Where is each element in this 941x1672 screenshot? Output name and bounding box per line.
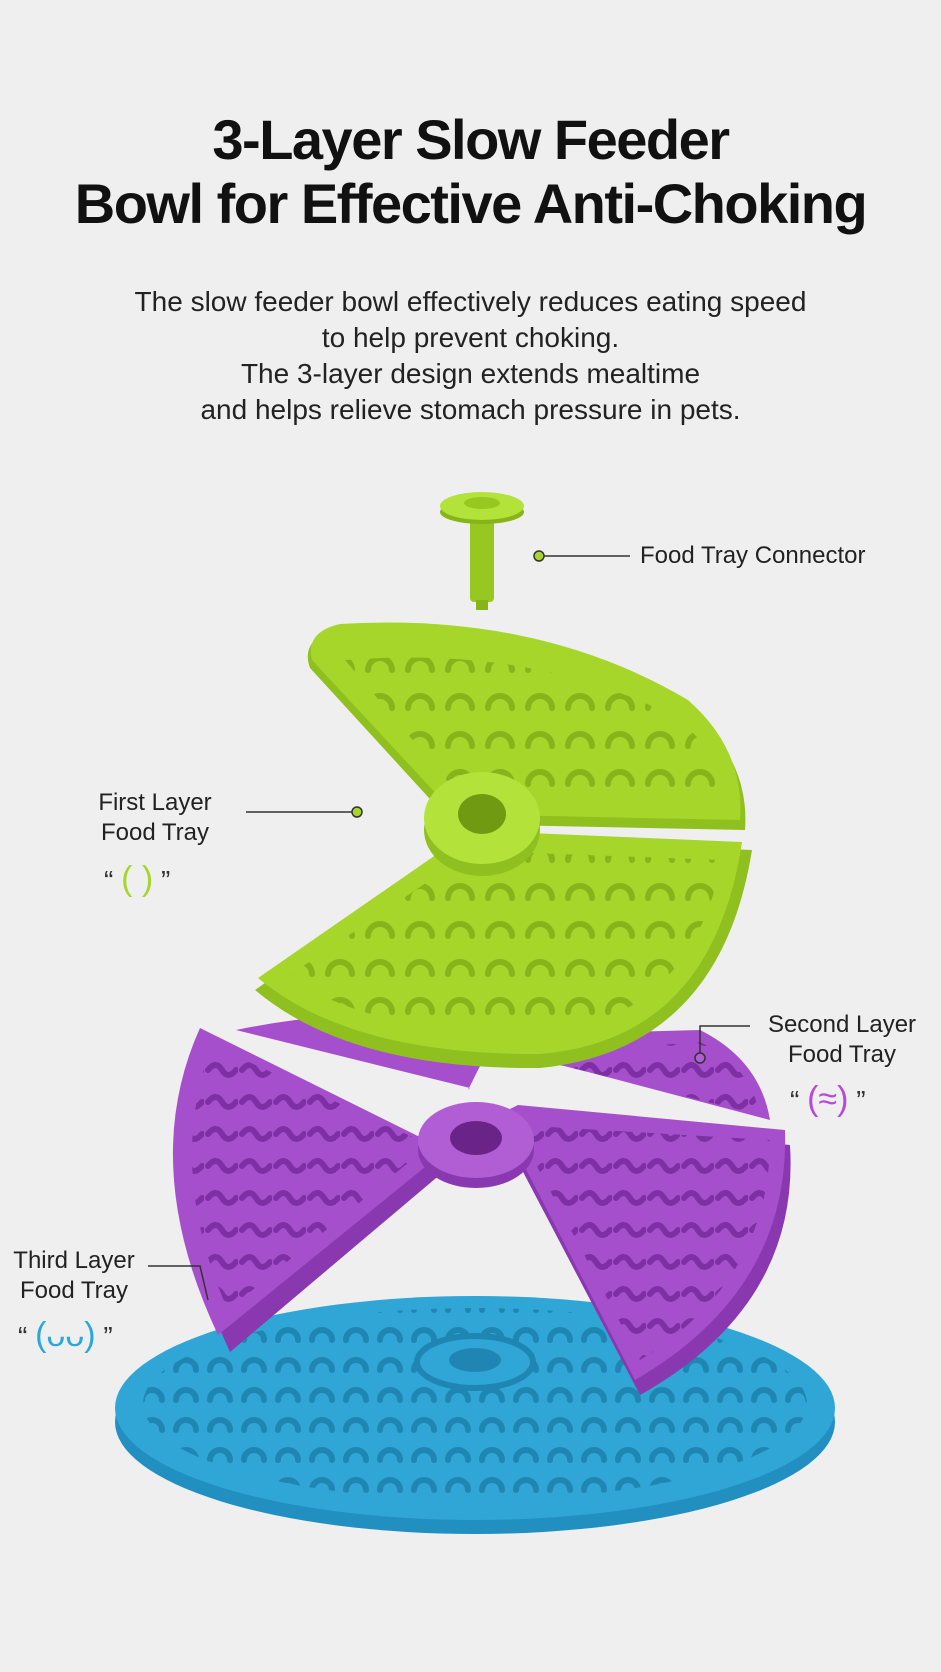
title-line-2: Bowl for Effective Anti-Choking — [74, 172, 868, 235]
description-line-1: The slow feeder bowl effectively reduces… — [134, 286, 807, 317]
food-tray-connector — [440, 492, 524, 610]
description-line-3: The 3-layer design extends mealtime — [240, 358, 701, 389]
callout-lines — [148, 550, 750, 1301]
description-line-4: and helps relieve stomach pressure in pe… — [200, 394, 741, 425]
second-layer-symbol: “ (≈) ” — [790, 1080, 866, 1118]
first-layer-symbol: “ ( ) ” — [104, 860, 171, 898]
description: The slow feeder bowl effectively reduces… — [0, 284, 941, 428]
third-layer-label: Third Layer Food Tray — [13, 1247, 135, 1304]
second-layer-label: Second Layer Food Tray — [767, 1011, 917, 1068]
first-layer-tray — [255, 622, 752, 1069]
title-line-1: 3-Layer Slow Feeder — [212, 108, 730, 171]
page-title: 3-Layer Slow Feeder Bowl for Effective A… — [0, 108, 941, 236]
connector-label: Food Tray Connector — [640, 542, 866, 569]
description-line-2: to help prevent choking. — [321, 322, 620, 353]
first-layer-label: First Layer Food Tray — [98, 789, 212, 846]
third-layer-symbol: “ (ᴗᴗ) ” — [18, 1316, 113, 1354]
